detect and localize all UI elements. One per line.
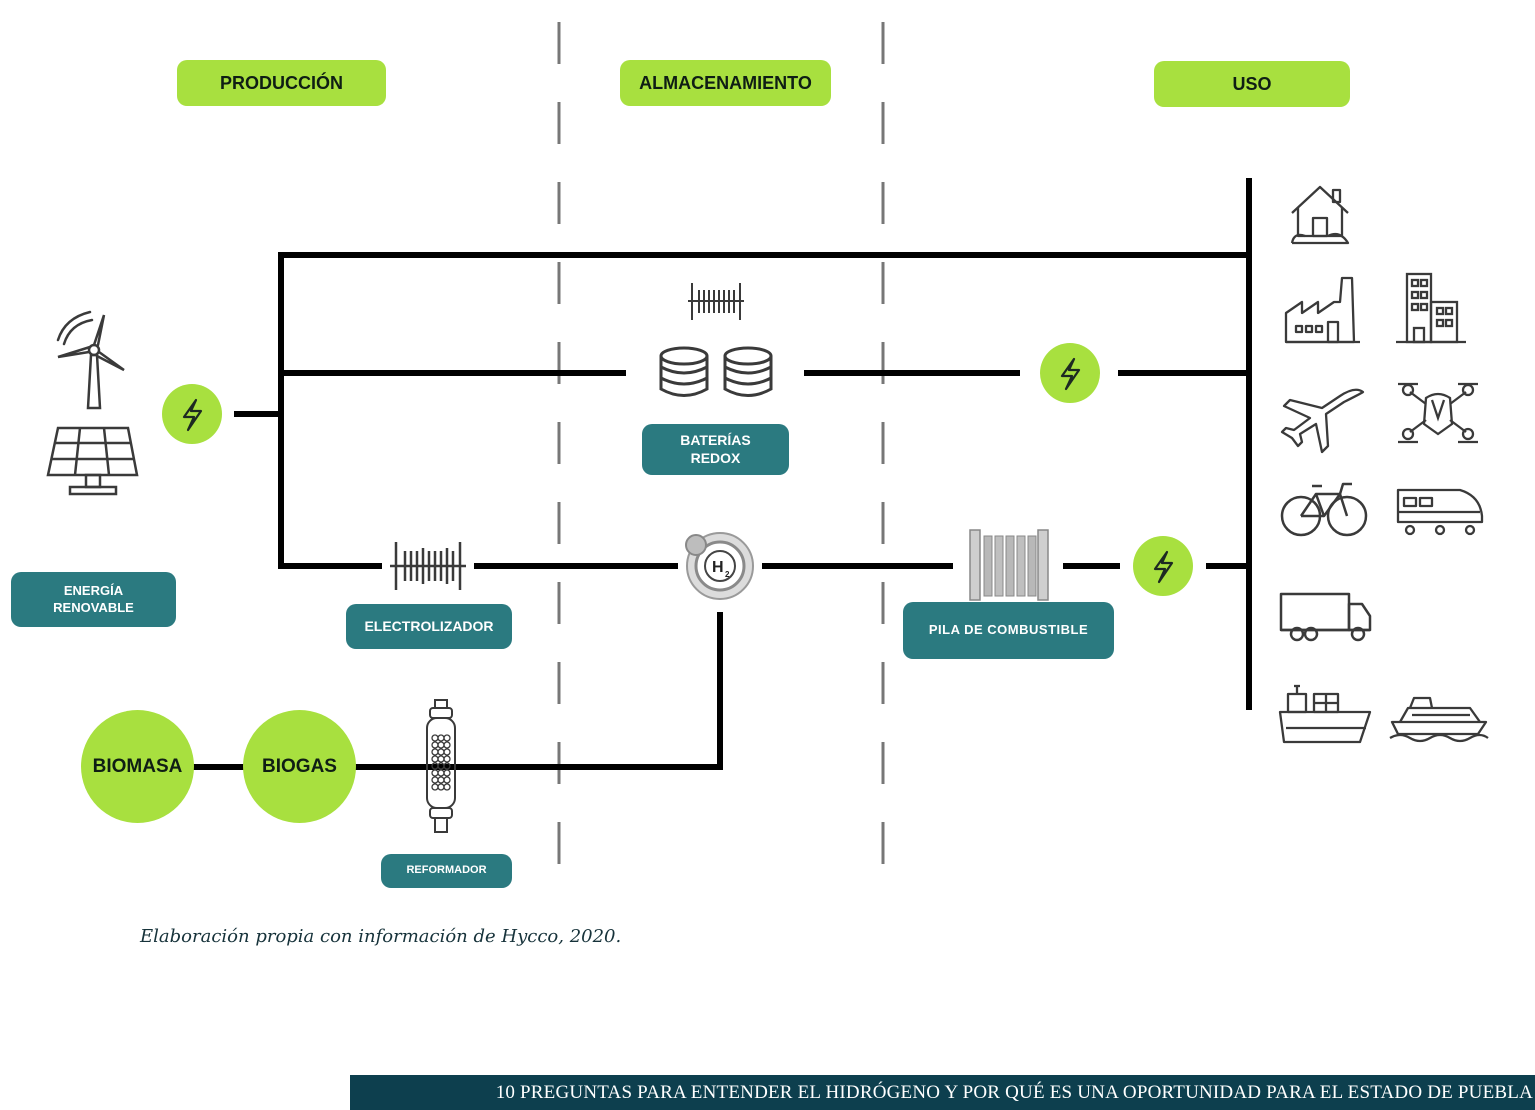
connection-lines xyxy=(192,178,1252,770)
lightning-icon xyxy=(1153,550,1174,584)
header-produccion: PRODUCCIÓN xyxy=(177,60,386,106)
lightning-circle-fuel-cell xyxy=(1133,536,1193,596)
airplane-icon xyxy=(1280,388,1365,454)
battery-cells-icon xyxy=(659,346,773,397)
reformer-icon xyxy=(426,699,456,833)
electrolyzer-icon xyxy=(390,542,466,590)
node-biomasa: BIOMASA xyxy=(81,710,194,823)
house-icon xyxy=(1290,185,1350,245)
drone-icon xyxy=(1398,382,1478,444)
h2-subscript: 2 xyxy=(725,570,730,579)
h2-tank-icon: H 2 xyxy=(685,532,754,600)
header-almacenamiento: ALMACENAMIENTO xyxy=(620,60,831,106)
train-icon xyxy=(1396,488,1484,536)
reformer-beads xyxy=(431,734,451,791)
factory-icon xyxy=(1284,276,1360,344)
ferry-icon xyxy=(1389,696,1489,743)
label-reformador: REFORMADOR xyxy=(381,854,512,888)
cargo-ship-icon xyxy=(1278,684,1372,744)
lightning-icon xyxy=(182,398,203,432)
node-biogas: BIOGAS xyxy=(243,710,356,823)
solar-panel-icon xyxy=(46,426,139,496)
bicycle-icon xyxy=(1280,482,1368,537)
label-baterias-redox: BATERÍAS REDOX xyxy=(642,424,789,475)
label-electrolizador: ELECTROLIZADOR xyxy=(346,604,512,649)
lightning-circle-production xyxy=(162,384,222,444)
footer-text: 10 PREGUNTAS PARA ENTENDER EL HIDRÓGENO … xyxy=(495,1081,1533,1103)
wind-turbine-icon xyxy=(56,310,125,410)
electrolyzer-small-icon xyxy=(688,283,744,320)
section-separators xyxy=(557,22,885,875)
label-pila-combustible: PILA DE COMBUSTIBLE xyxy=(903,602,1114,659)
lightning-icon xyxy=(1060,357,1081,391)
fuel-cell-icon xyxy=(969,529,1049,601)
page-footer-banner: 10 PREGUNTAS PARA ENTENDER EL HIDRÓGENO … xyxy=(350,1075,1535,1110)
label-energia-renovable: ENERGÍA RENOVABLE xyxy=(11,572,176,627)
lightning-circle-storage xyxy=(1040,343,1100,403)
truck-icon xyxy=(1279,592,1372,642)
h2-label: H xyxy=(712,559,724,576)
building-icon xyxy=(1396,272,1466,344)
figure-caption: Elaboración propia con información de Hy… xyxy=(140,926,622,947)
header-uso: USO xyxy=(1154,61,1350,107)
